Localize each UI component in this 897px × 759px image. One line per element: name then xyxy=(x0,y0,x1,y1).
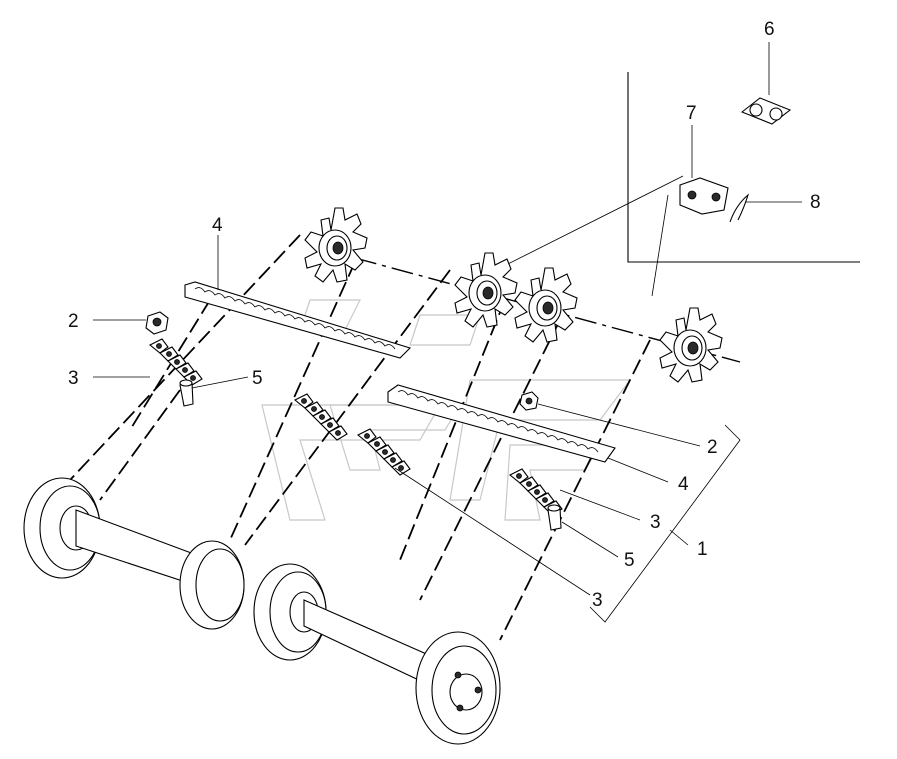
callout-2-right: 2 xyxy=(707,437,718,458)
guide-rail-lower xyxy=(387,384,616,463)
sprocket-right xyxy=(659,307,723,383)
chain-connector-link xyxy=(740,97,792,125)
bolt-right xyxy=(547,504,562,531)
wheel-axle-assembly xyxy=(23,477,501,745)
cotter-clip xyxy=(729,193,750,223)
callout-3-bottom: 3 xyxy=(592,590,603,611)
group-bracket xyxy=(589,424,741,623)
callout-7: 7 xyxy=(686,103,697,124)
chain-segment-center xyxy=(357,428,411,476)
callout-labels: 6 7 8 4 2 3 5 2 4 3 1 5 3 xyxy=(68,19,821,611)
leader-lines xyxy=(93,42,802,596)
chain-segment-mid-left xyxy=(294,393,348,441)
nut-right xyxy=(519,391,539,411)
callout-2-left: 2 xyxy=(68,311,79,332)
callout-3-left: 3 xyxy=(68,368,79,389)
sprocket-middle-left xyxy=(454,252,518,328)
callout-5-left: 5 xyxy=(252,368,263,389)
callout-5-right: 5 xyxy=(624,550,635,571)
callout-6: 6 xyxy=(764,19,775,40)
callout-4-lower: 4 xyxy=(678,474,689,495)
bolt-left xyxy=(179,379,194,407)
chain-link-plate xyxy=(679,177,729,215)
sprocket-upper-left xyxy=(304,207,368,283)
nut-left xyxy=(145,311,169,335)
chain-segment-upper-left xyxy=(149,338,203,386)
callout-1: 1 xyxy=(697,539,708,560)
callout-4-upper: 4 xyxy=(212,215,223,236)
detail-inset-frame xyxy=(499,72,860,297)
callout-8: 8 xyxy=(810,192,821,213)
sprocket-middle-right xyxy=(514,267,578,343)
guide-rail-upper xyxy=(184,281,412,359)
callout-3-right: 3 xyxy=(650,512,661,533)
assembly-guide-lines xyxy=(69,234,741,641)
